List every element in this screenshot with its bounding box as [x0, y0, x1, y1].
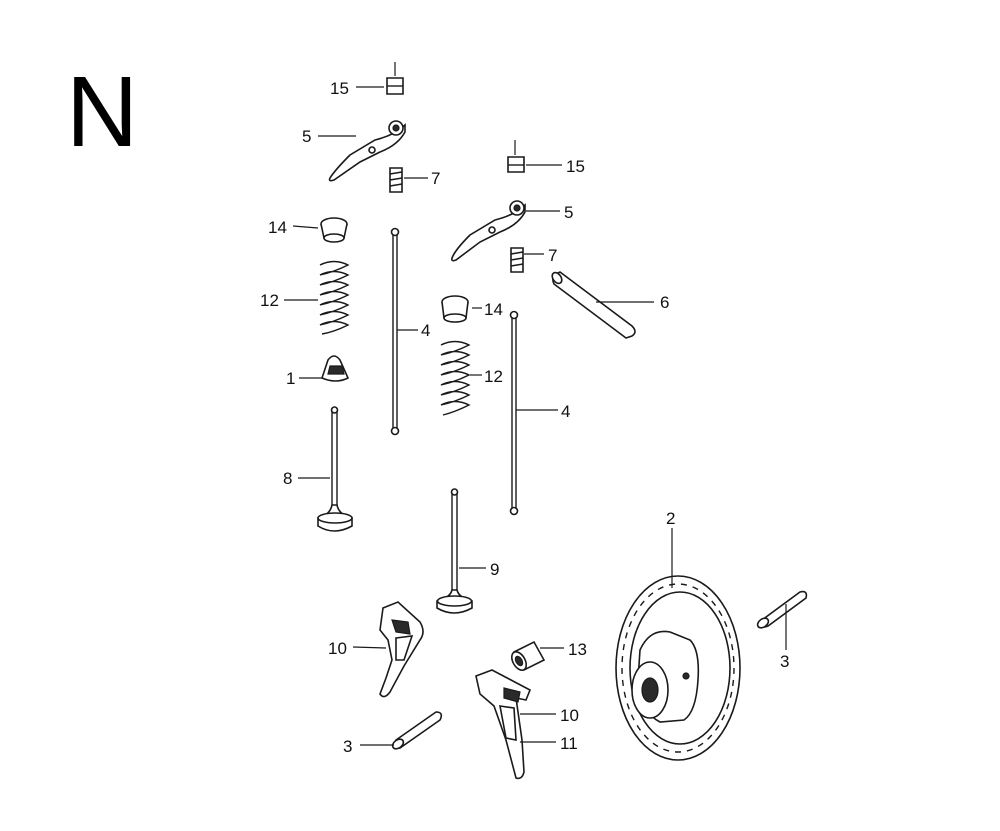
rocker-shaft [551, 271, 636, 339]
callout-12-right: 12 [484, 367, 503, 386]
valve-lifter-right [475, 669, 532, 780]
callout-6: 6 [660, 293, 669, 312]
camshaft-gear [615, 575, 741, 761]
spring-retainer-right [441, 295, 469, 323]
exhaust-valve [317, 406, 353, 532]
callout-14-left: 14 [268, 218, 287, 237]
pivot-bolt-right [510, 247, 524, 273]
callout-3-right: 3 [780, 652, 789, 671]
adjusting-nut-left [386, 62, 404, 95]
callout-4-right: 4 [561, 402, 570, 421]
callout-15-right: 15 [566, 157, 585, 176]
push-rod-right [509, 310, 519, 516]
callout-14-right: 14 [484, 300, 503, 319]
callout-13: 13 [568, 640, 587, 659]
callout-15-left: 15 [330, 79, 349, 98]
valve-spring-right [440, 340, 471, 416]
valve-rotator-left [321, 355, 350, 382]
intake-valve [436, 488, 473, 614]
pivot-bolt-left [389, 167, 403, 193]
valve-lifter-left [379, 601, 424, 698]
leader-lines [284, 86, 787, 746]
cam-bushing [510, 640, 546, 672]
callout-11: 11 [560, 734, 578, 753]
callout-7-right: 7 [548, 246, 557, 265]
callout-5-left: 5 [302, 127, 311, 146]
callout-3-left: 3 [343, 737, 352, 756]
spring-retainer-left [320, 217, 348, 243]
adjusting-nut-right [507, 140, 525, 173]
sheet-letter: N [66, 56, 139, 168]
callout-8: 8 [283, 469, 292, 488]
callout-5-right: 5 [564, 203, 573, 222]
callout-12-left: 12 [260, 291, 279, 310]
callout-4-left: 4 [421, 321, 430, 340]
valve-spring-left [319, 260, 350, 335]
rocker-arm-right [451, 200, 526, 262]
callout-9: 9 [490, 560, 499, 579]
push-rod-left [390, 227, 400, 436]
callout-10-right: 10 [560, 706, 579, 725]
rocker-arm-left [328, 120, 406, 182]
callout-2: 2 [666, 509, 675, 528]
dowel-pin-right [756, 590, 808, 629]
callout-1: 1 [286, 369, 295, 388]
callout-7-left: 7 [431, 169, 440, 188]
dowel-pin-left [391, 711, 443, 750]
callout-10-left: 10 [328, 639, 347, 658]
